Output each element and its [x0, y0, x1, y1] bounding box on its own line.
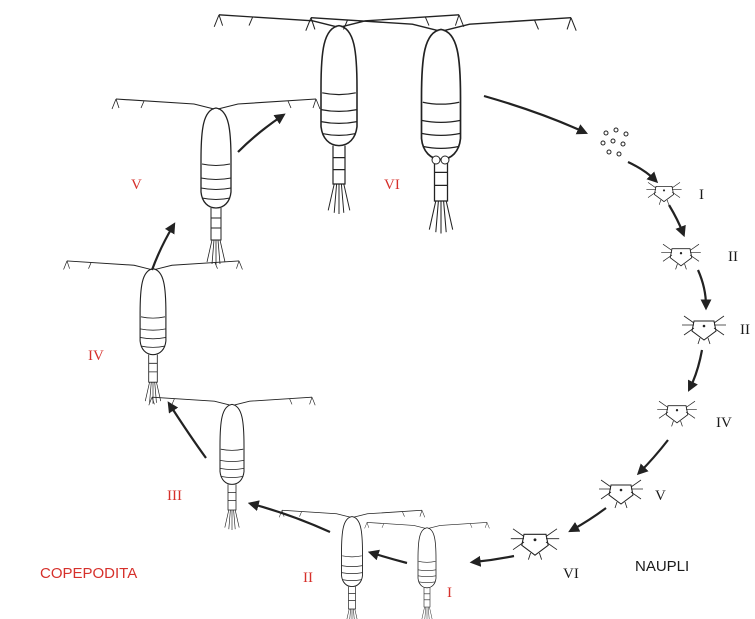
copepodite-stage-vi-label: VI — [384, 177, 400, 193]
nauplius-stage-i-figure — [646, 182, 681, 204]
copepodite-stage-v-label: V — [131, 177, 142, 193]
nauplius-stage-iv-figure — [657, 401, 697, 426]
nauplius-stage-vi-label: VI — [563, 566, 579, 582]
copepodite-stage-v-figure — [112, 99, 320, 265]
copepodite-stage-iv-figure — [64, 261, 243, 404]
nauplius-stage-i-label: I — [699, 187, 704, 203]
nauplius-stage-v-label: V — [655, 488, 666, 504]
nauplius-stage-vi-figure — [511, 529, 559, 560]
copepodita-label: COPEPODITA — [40, 566, 137, 582]
copepodite-stage-iii-figure — [149, 397, 315, 530]
copepodite-stage-i-label: I — [447, 585, 452, 601]
nauplius-stage-ii-figure — [661, 244, 701, 269]
copepodite-stage-iii-label: III — [167, 488, 182, 504]
copepodite-stage-i-figure — [365, 522, 490, 619]
nauplius-stage-iv-label: IV — [716, 415, 732, 431]
naupli-label: NAUPLI — [635, 559, 689, 575]
nauplius-stage-ii-label: II — [728, 249, 738, 265]
copepodite-stage-ii-label: II — [303, 570, 313, 586]
nauplius-stage-v-figure — [599, 480, 643, 508]
egg-cluster — [601, 128, 628, 156]
copepodite-stage-ii-figure — [279, 510, 425, 619]
nauplius-stage-iii-figure — [682, 316, 726, 344]
copepodite-stage-iv-label: IV — [88, 348, 104, 364]
nauplius-stage-iii-label: II — [740, 322, 750, 338]
